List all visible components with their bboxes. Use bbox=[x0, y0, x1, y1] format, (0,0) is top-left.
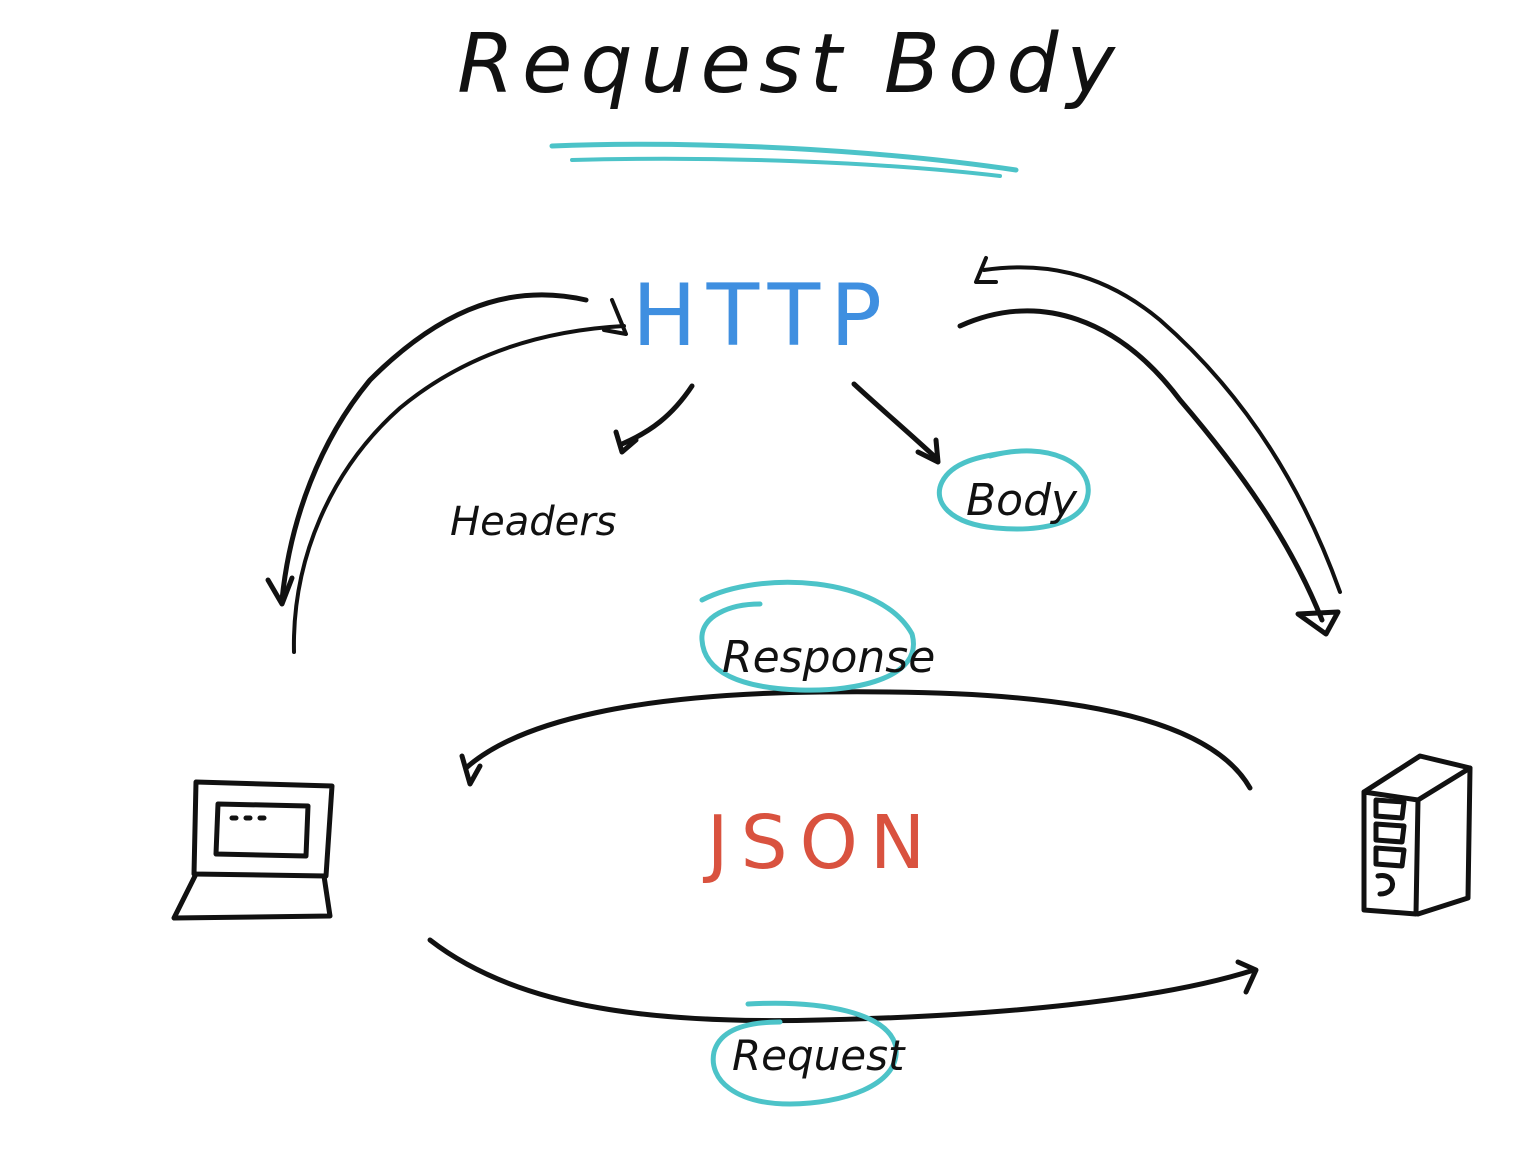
response-highlight-circle bbox=[699, 579, 916, 693]
body-label: Body bbox=[966, 475, 1078, 526]
server-tower-icon bbox=[1361, 753, 1473, 917]
arrowhead-http-right bbox=[974, 256, 998, 284]
arrow-server-to-http bbox=[982, 265, 1342, 594]
arrowhead-body bbox=[915, 437, 941, 465]
body-highlight-circle bbox=[936, 448, 1091, 532]
arrow-http-to-headers bbox=[619, 383, 695, 447]
diagram-title: Request Body bbox=[457, 17, 1123, 112]
arrow-client-to-http bbox=[291, 324, 626, 654]
arrow-http-to-body bbox=[851, 381, 937, 459]
request-highlight-circle bbox=[710, 1000, 899, 1107]
title-underline-second-stroke bbox=[570, 156, 1002, 178]
request-arrow bbox=[427, 937, 1257, 1024]
arrowhead-request bbox=[1235, 959, 1259, 995]
request-label: Request bbox=[732, 1031, 906, 1080]
response-arrow bbox=[463, 689, 1253, 791]
http-label: HTTP bbox=[632, 266, 892, 366]
response-label: Response bbox=[722, 632, 935, 683]
json-label: JSON bbox=[703, 800, 937, 886]
arrowhead-server bbox=[1295, 609, 1341, 637]
title-underline bbox=[549, 141, 1019, 173]
arrowhead-client bbox=[265, 575, 295, 607]
arrowhead-response bbox=[459, 753, 483, 787]
arrow-http-to-client bbox=[279, 292, 589, 603]
headers-label: Headers bbox=[450, 499, 616, 545]
arrowhead-http-left bbox=[602, 298, 628, 336]
laptop-icon bbox=[171, 779, 335, 921]
arrow-http-to-server bbox=[957, 308, 1325, 623]
arrowhead-headers bbox=[613, 429, 639, 455]
